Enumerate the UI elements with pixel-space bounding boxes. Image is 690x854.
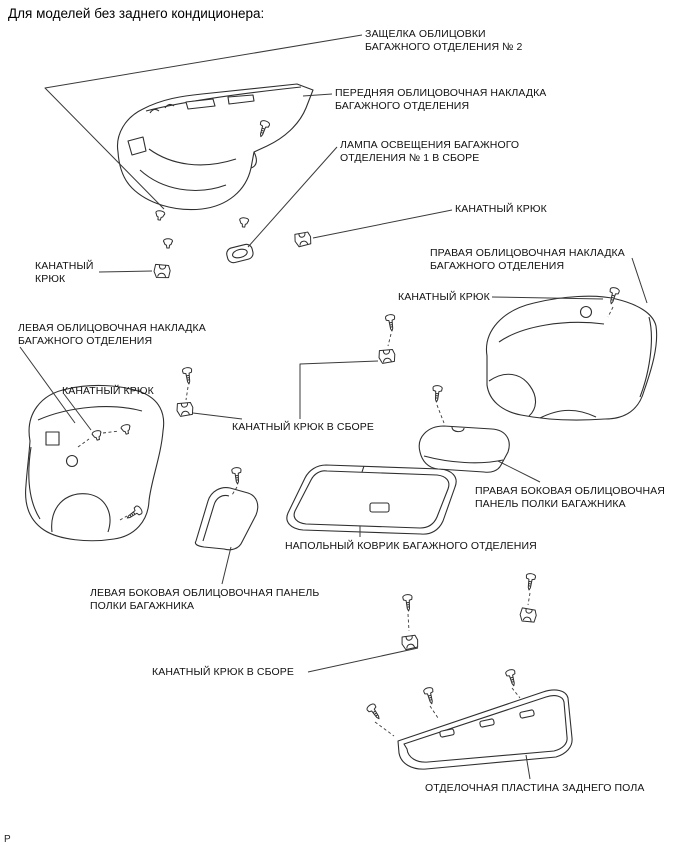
part-label-rope-hook-upper-left: КАНАТНЫЙ КРЮК xyxy=(35,260,94,286)
screw-icon xyxy=(504,668,519,688)
leader-latch-no2 xyxy=(44,34,363,210)
part-label-latch-no2: ЗАЩЕЛКА ОБЛИЦОВКИ БАГАЖНОГО ОТДЕЛЕНИЯ № … xyxy=(365,28,523,54)
rope-hook-icon xyxy=(293,231,313,248)
rear-floor-finish-plate-drawing xyxy=(397,689,573,770)
screw-icon xyxy=(181,366,195,386)
leader-lines xyxy=(19,34,648,780)
screw-icon xyxy=(231,466,243,485)
leader-hook-right-mid xyxy=(491,296,604,300)
part-label-right-shelf-panel: ПРАВАЯ БОКОВАЯ ОБЛИЦОВОЧНАЯ ПАНЕЛЬ ПОЛКИ… xyxy=(475,485,665,511)
floor-mat-drawing xyxy=(286,464,457,535)
left-shelf-side-panel-drawing xyxy=(194,487,259,551)
leader-hook-upper-right xyxy=(312,209,453,239)
leader-hook-assembly-center-right xyxy=(299,360,379,419)
part-label-right-trim: ПРАВАЯ ОБЛИЦОВОЧНАЯ НАКЛАДКА БАГАЖНОГО О… xyxy=(430,247,625,273)
rope-hook-icon xyxy=(153,263,172,280)
right-trim-panel-drawing xyxy=(485,295,658,421)
screw-icon xyxy=(365,702,384,722)
page-marker: Р xyxy=(4,834,11,845)
screw-icon xyxy=(431,384,443,403)
part-label-rear-floor-plate: ОТДЕЛОЧНАЯ ПЛАСТИНА ЗАДНЕГО ПОЛА xyxy=(425,782,645,794)
rope-hook-icon xyxy=(400,634,420,651)
part-label-front-trim: ПЕРЕДНЯЯ ОБЛИЦОВОЧНАЯ НАКЛАДКА БАГАЖНОГО… xyxy=(335,87,547,113)
luggage-lamp-drawing xyxy=(226,243,254,264)
leader-hook-left-mid xyxy=(63,393,92,431)
part-label-left-trim: ЛЕВАЯ ОБЛИЦОВОЧНАЯ НАКЛАДКА БАГАЖНОГО ОТ… xyxy=(18,322,206,348)
leader-rear-floor-plate xyxy=(525,754,531,780)
left-trim-panel-drawing xyxy=(25,384,165,542)
rope-hook-icon xyxy=(518,607,538,624)
front-trim-cover-drawing xyxy=(116,83,314,211)
part-label-rope-hook-assembly-center: КАНАТНЫЙ КРЮК В СБОРЕ xyxy=(232,421,374,433)
right-shelf-side-panel-drawing xyxy=(418,425,510,473)
leader-hook-assembly-lower xyxy=(307,647,419,673)
assembly-dashed-lines xyxy=(77,306,614,737)
trim-clip-icon xyxy=(163,238,173,249)
leader-front-trim xyxy=(302,93,333,97)
screw-icon xyxy=(422,686,437,706)
part-label-left-shelf-panel: ЛЕВАЯ БОКОВАЯ ОБЛИЦОВОЧНАЯ ПАНЕЛЬ ПОЛКИ … xyxy=(90,587,320,613)
leader-right-shelf-panel xyxy=(497,460,541,483)
leader-lamp xyxy=(247,146,338,248)
trim-clip-icon xyxy=(238,216,250,228)
screw-icon xyxy=(384,313,398,333)
part-label-rope-hook-left-mid: КАНАТНЫЙ КРЮК xyxy=(62,385,154,397)
leader-hook-assembly-center-left xyxy=(192,412,243,420)
part-label-rope-hook-right-mid: КАНАТНЫЙ КРЮК xyxy=(398,291,490,303)
screw-icon xyxy=(402,593,414,612)
rope-hook-icon xyxy=(377,348,396,365)
leader-right-trim xyxy=(631,257,648,304)
leader-left-shelf-panel xyxy=(221,546,232,585)
page-title: Для моделей без заднего кондиционера: xyxy=(8,6,265,21)
leader-left-trim xyxy=(19,346,76,424)
part-label-lamp-no1: ЛАМПА ОСВЕЩЕНИЯ БАГАЖНОГО ОТДЕЛЕНИЯ № 1 … xyxy=(340,139,520,165)
screw-icon xyxy=(523,572,537,592)
leader-hook-upper-left xyxy=(98,270,153,273)
rope-hook-icon xyxy=(175,401,194,418)
trim-clip-icon xyxy=(154,209,166,222)
part-label-rope-hook-upper-right: КАНАТНЫЙ КРЮК xyxy=(455,203,547,215)
part-label-floor-mat: НАПОЛЬНЫЙ КОВРИК БАГАЖНОГО ОТДЕЛЕНИЯ xyxy=(285,540,537,552)
part-label-rope-hook-assembly-lower: КАНАТНЫЙ КРЮК В СБОРЕ xyxy=(152,666,294,678)
